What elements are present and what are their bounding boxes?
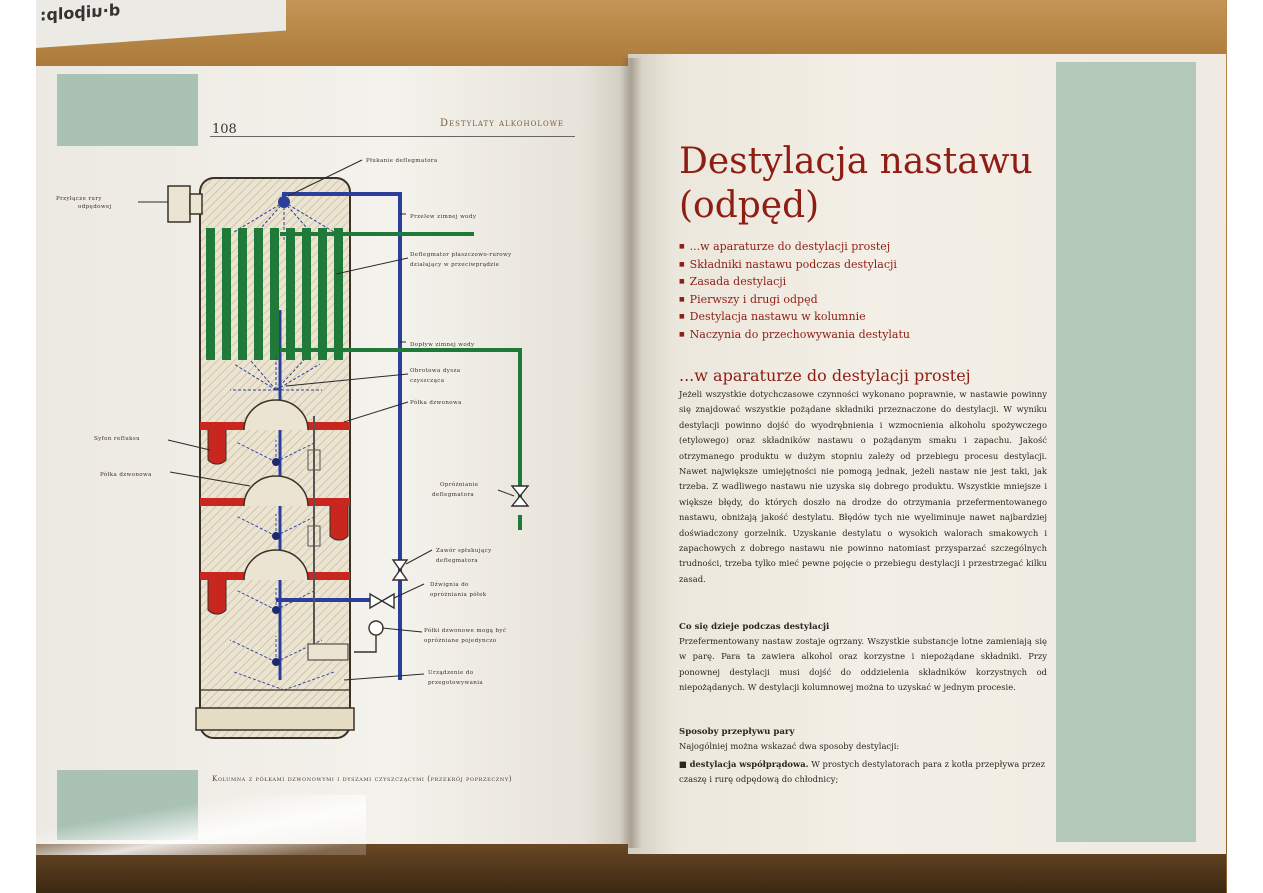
label-connector-1: Przyłącze rury [56, 196, 102, 202]
tray-2 [200, 475, 350, 541]
cleaning-nozzle [230, 356, 322, 391]
label-flush-valve-2: deflegmatora [436, 558, 478, 564]
label-overflow: Przelew zimnej wody [410, 214, 477, 220]
white-border-left [0, 0, 36, 893]
body-paragraph-3: Najogólniej można wskazać dwa sposoby de… [679, 741, 900, 751]
connector-flange [167, 185, 191, 223]
toc-item: Destylacja nastawu w kolumnie [679, 308, 910, 326]
white-border-right [1227, 0, 1263, 893]
label-dephlegmator-1: Deflegmator płaszczowo-rurowy [410, 252, 512, 258]
label-trays-emptied-2: opróżniane pojedynczo [424, 637, 497, 644]
green-margin-band [1056, 62, 1196, 842]
boil-over-gauge [368, 620, 384, 636]
toc-item: Naczynia do przechowywania destylatu [679, 326, 910, 344]
label-nozzle-2: czyszcząca [410, 378, 445, 384]
label-connector-2: odpędowej [78, 204, 112, 210]
page-number: 108 [212, 122, 237, 137]
label-lever-2: opróżniania półek [430, 591, 487, 598]
subheading-distillation: Co się dzieje podczas destylacji [679, 622, 830, 632]
label-trays-emptied-1: Półki dzwonowe mogą być [424, 627, 506, 634]
green-tab-top [57, 74, 198, 146]
light-glare [36, 795, 366, 855]
chapter-contents: ...w aparaturze do destylacji prostej Sk… [679, 238, 910, 343]
label-lever-1: Dźwignia do [430, 581, 469, 588]
label-flush-valve-1: Zawór spłukujący [436, 547, 492, 554]
label-inflow: Dopływ zimnej wody [410, 342, 475, 348]
header-rule [210, 136, 575, 137]
label-rinse: Płukanie deflegmatora [366, 158, 438, 164]
running-head: Destylaty alkoholowe [440, 118, 565, 129]
label-device-1: Urządzenie do [428, 670, 474, 676]
green-pipe [280, 232, 522, 530]
body-paragraph-2: Przefermentowany nastaw zostaje ogrzany.… [679, 636, 1047, 693]
label-device-2: przegotowywania [428, 680, 483, 686]
label-drain-1: Opróżnianie [440, 481, 478, 488]
label-bubble-tray-2: Półka dzwonowa [100, 471, 152, 478]
chapter-title-line-2: (odpęd) [679, 185, 820, 226]
cooler-tubes [206, 228, 343, 360]
toc-item: ...w aparaturze do destylacji prostej [679, 238, 910, 256]
figure-caption: Kolumna z półkami dzwonowymi i dyszami c… [212, 775, 513, 783]
bullet-bold-term: destylacja współprądowa. [689, 759, 809, 769]
subheading-vapor-flow: Sposoby przepływu pary [679, 727, 795, 737]
toc-item: Zasada destylacji [679, 273, 910, 291]
label-nozzle-1: Obrotowa dysza [410, 368, 461, 374]
label-bubble-tray-1: Półka dzwonowa [410, 399, 462, 406]
toc-item: Pierwszy i drugi odpęd [679, 291, 910, 309]
body-paragraph-1: Jeżeli wszystkie dotychczasowe czynności… [679, 389, 1047, 584]
section-heading: ...w aparaturze do destylacji prostej [679, 366, 971, 385]
tray-1 [200, 399, 350, 465]
drain-valve [510, 485, 530, 507]
label-reflux-siphon: Syfon refluksu [94, 436, 140, 442]
chapter-title-line-1: Destylacja nastawu [679, 141, 1033, 182]
chapter-title: Destylacja nastawu (odpęd) [679, 140, 1033, 228]
lever-valve [369, 592, 395, 610]
label-drain-2: deflegmatora [432, 492, 474, 498]
column-base [195, 707, 355, 731]
toc-item: Składniki nastawu podczas destylacji [679, 256, 910, 274]
book-gutter [620, 58, 642, 848]
column-diagram: Płukanie deflegmatora Przyłącze rury odp… [56, 158, 530, 739]
bullet-text: W prostych destylatorach para z kotła pr… [679, 759, 1046, 784]
label-dephlegmator-2: działający w przeciwprądzie [410, 262, 499, 268]
flush-valve [391, 559, 409, 581]
tray-3 [200, 549, 350, 615]
bullet-cocurrent: ■ destylacja współprądowa. W prostych de… [679, 759, 1046, 784]
